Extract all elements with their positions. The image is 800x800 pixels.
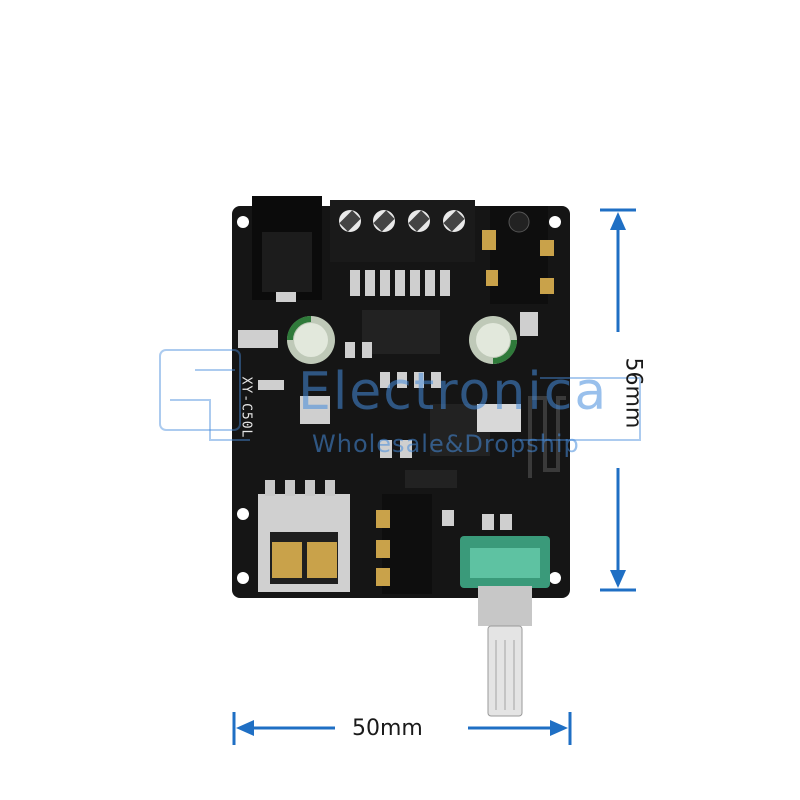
board-model-silkscreen: XY-C50L — [238, 376, 254, 439]
headphone-jack-top — [482, 206, 554, 304]
watermark-outline — [159, 349, 641, 441]
aux-jack-bottom — [376, 494, 432, 594]
height-dimension-arrow — [600, 208, 636, 592]
width-dimension-arrow — [232, 712, 572, 745]
volume-potentiometer — [460, 536, 550, 717]
bluetooth-antenna — [528, 396, 566, 478]
usb-port — [258, 480, 350, 592]
ic-chips — [362, 310, 521, 488]
dc-power-jack — [252, 196, 322, 302]
screw-terminal-block — [330, 200, 475, 262]
width-dimension-label: 50mm — [352, 716, 423, 741]
smd-components — [238, 270, 538, 530]
watermark-sub-text: Wholesale&Dropship — [312, 430, 580, 458]
watermark-main-text: Electronica — [298, 362, 609, 422]
electrolytic-capacitors — [287, 316, 517, 364]
height-dimension-label: 56mm — [620, 357, 646, 429]
